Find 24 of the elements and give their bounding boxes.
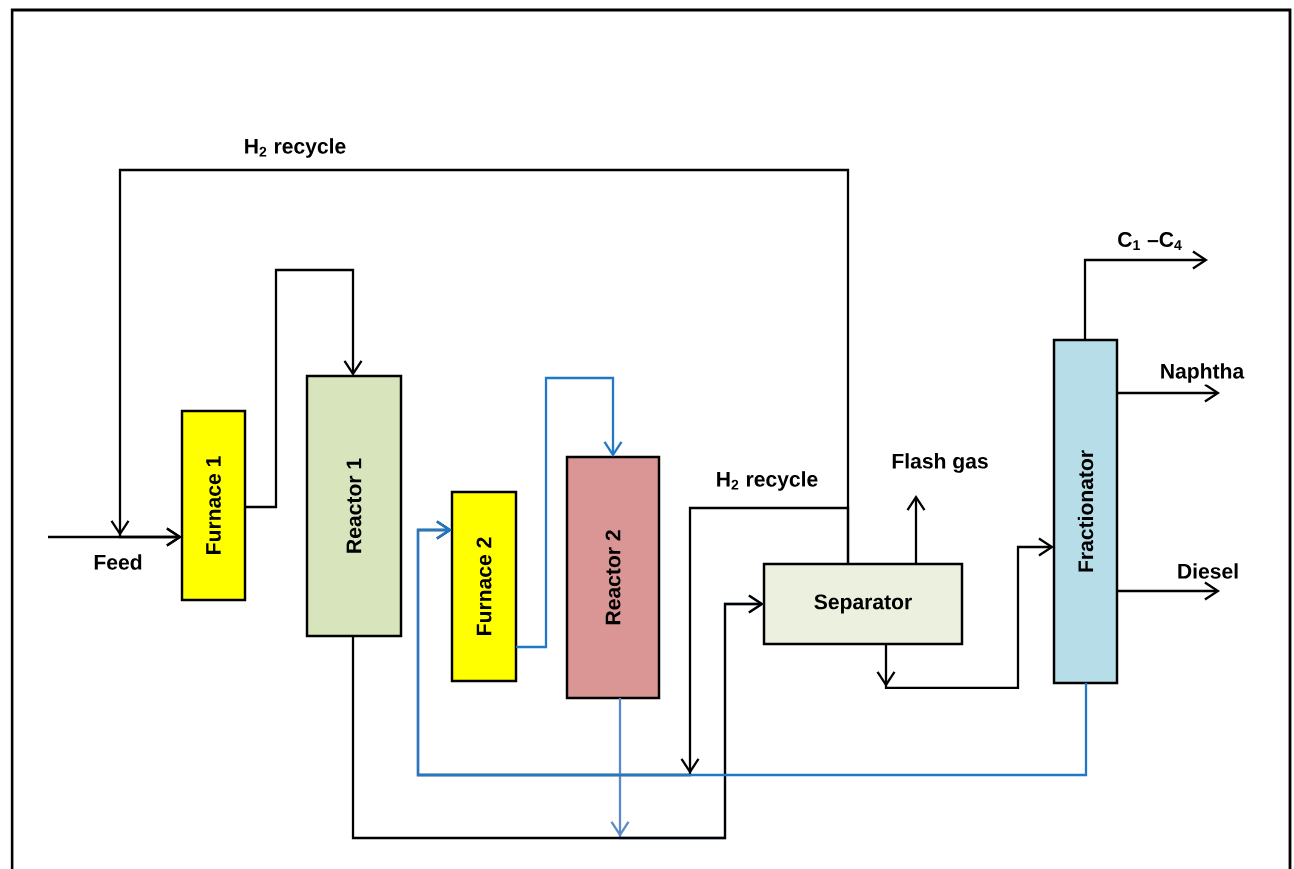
stream-label: Flash gas	[889, 451, 991, 475]
arrow	[1083, 250, 1208, 340]
furnace-box: Furnace 2	[450, 490, 518, 683]
stream-label: C$_{1}$ –C$_{4}$	[1115, 230, 1185, 252]
stream-label: H$_{2}$ recycle	[714, 469, 820, 493]
arrow	[1117, 383, 1220, 403]
arrow	[416, 520, 1088, 777]
arrow	[516, 376, 623, 649]
stream-label: Naphtha	[1158, 361, 1246, 385]
arrow	[351, 594, 764, 840]
stream-label: Feed	[91, 552, 145, 572]
fractionator-column: Fractionator	[1052, 338, 1119, 685]
stream-label: Diesel	[1175, 561, 1241, 581]
arrow	[906, 495, 926, 564]
stream-label: H$_{2}$ recycle	[242, 136, 348, 160]
arrow	[110, 168, 850, 564]
arrow	[48, 527, 182, 547]
arrow	[1117, 581, 1220, 601]
arrow	[876, 537, 1054, 690]
reactor-box: Reactor 1	[305, 374, 403, 638]
arrow	[245, 268, 363, 509]
separator-box: Separator	[762, 562, 964, 646]
furnace-box: Furnace 1	[180, 409, 247, 602]
reactor-box: Reactor 2	[565, 455, 661, 700]
